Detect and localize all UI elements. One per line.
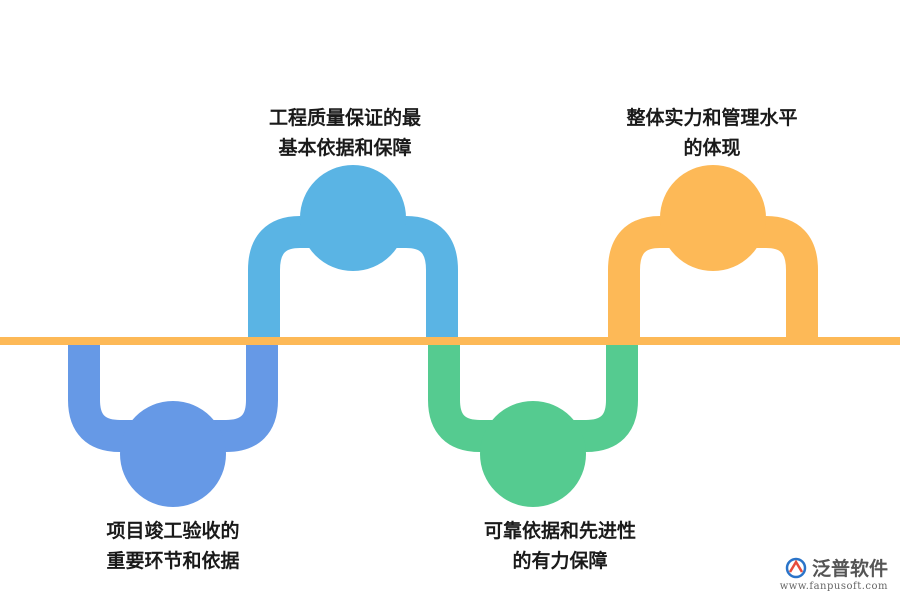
label-3-line2: 的有力保障 (512, 550, 608, 572)
watermark-brand: 泛普软件 (811, 558, 888, 580)
label-3: 可靠依据和先进性 的有力保障 (484, 516, 636, 576)
node-4-circle (660, 165, 766, 271)
label-1-line2: 重要环节和依据 (106, 550, 240, 572)
node-1-circle (120, 401, 226, 507)
label-4-line1: 整体实力和管理水平 (626, 107, 798, 129)
watermark-row: 泛普软件 (784, 554, 888, 581)
label-2: 工程质量保证的最 基本依据和保障 (269, 103, 421, 163)
label-2-line1: 工程质量保证的最 (268, 107, 422, 129)
label-4: 整体实力和管理水平 的体现 (626, 103, 797, 163)
label-1: 项目竣工验收的 重要环节和依据 (106, 516, 239, 576)
label-3-line1: 可靠依据和先进性 (483, 520, 637, 542)
label-2-line2: 基本依据和保障 (278, 137, 412, 159)
label-1-line1: 项目竣工验收的 (106, 520, 240, 542)
watermark-url: www.fanpusoft.com (779, 581, 888, 592)
node-2-circle (300, 165, 406, 271)
axis-line (0, 337, 900, 345)
fanpu-logo-icon (785, 557, 807, 578)
watermark-logo: 泛普软件 www.fanpusoft.com (780, 554, 888, 592)
label-4-line2: 的体现 (683, 137, 741, 159)
node-3-circle (480, 401, 586, 507)
